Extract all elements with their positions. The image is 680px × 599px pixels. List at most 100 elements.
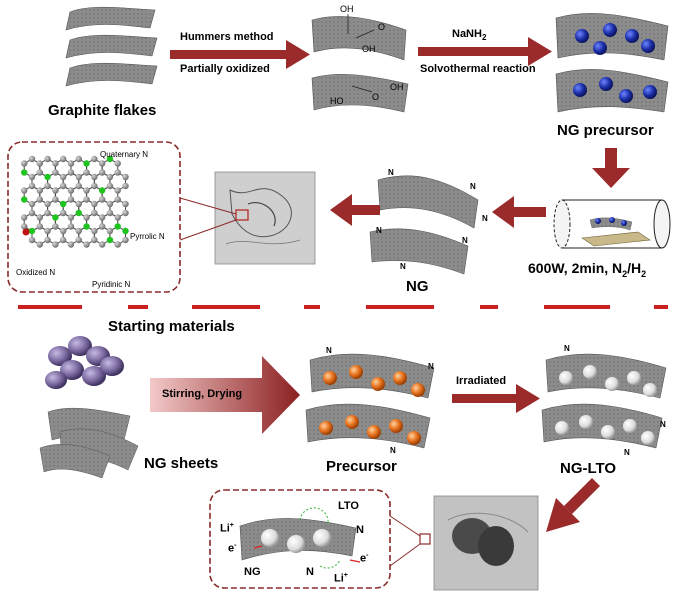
- carbon-atom: [75, 227, 82, 235]
- carbon-atom: [98, 223, 106, 230]
- inset-ng-label: NG: [244, 566, 261, 578]
- quaternary-n-label: Quaternary N: [100, 150, 149, 159]
- n-site-label: N: [326, 346, 332, 355]
- carbon-atom: [44, 209, 51, 217]
- inset-li-label: Li+: [334, 572, 348, 585]
- nitrogen-atom: [122, 227, 129, 235]
- n-site-label: N: [462, 236, 468, 245]
- carbon-atom: [91, 236, 98, 244]
- carbon-atom: [91, 173, 98, 181]
- carbon-atom: [52, 241, 59, 248]
- carbon-atom: [83, 196, 90, 203]
- carbon-atom: [59, 227, 67, 235]
- carbon-atom: [106, 209, 114, 217]
- carbon-atom: [114, 214, 121, 221]
- ng-precursor-sheets: [555, 13, 669, 113]
- zoom-line: [179, 197, 237, 215]
- carbon-atom: [52, 187, 59, 194]
- solvothermal-label: Solvothermal reaction: [420, 63, 536, 75]
- nitrogen-atom: [106, 155, 114, 163]
- irradiated-label: Irradiated: [456, 375, 507, 387]
- carbon-atom: [67, 169, 75, 176]
- graphite-flakes-stack: [65, 6, 158, 87]
- graphene-oxide-sheets: [311, 14, 409, 113]
- carbon-atom: [83, 169, 90, 176]
- carbon-atom: [36, 196, 43, 203]
- go-group-label: OH: [340, 4, 354, 14]
- n-site-label: N: [482, 214, 488, 223]
- carbon-atom: [36, 169, 43, 176]
- precursor-label: Precursor: [326, 458, 397, 475]
- nitrogen-atom: [21, 196, 28, 203]
- oxidized-n-label: Oxidized N: [16, 268, 56, 277]
- nitrogen-atom: [21, 169, 28, 176]
- carbon-atom: [83, 187, 90, 194]
- carbon-atom: [59, 173, 67, 181]
- carbon-atom: [44, 200, 51, 208]
- nitrogen-atom: [52, 214, 59, 221]
- inset-lto-label: LTO: [338, 500, 359, 512]
- inset-e-label: e-: [360, 552, 369, 565]
- carbon-atom: [122, 173, 129, 181]
- carbon-atom: [122, 236, 129, 244]
- zoom-line: [179, 219, 237, 241]
- nitrogen-atom: [114, 223, 121, 230]
- carbon-atom: [36, 241, 43, 248]
- nitrogen-atom: [98, 187, 106, 194]
- pyridinic-n-label: Pyridinic N: [92, 280, 131, 289]
- nanh2-label: NaNH2: [452, 28, 487, 43]
- process-arrow-icon: [492, 196, 546, 228]
- carbon-atom: [67, 196, 75, 203]
- carbon-atom: [122, 209, 129, 217]
- inset-e-label: e-: [228, 542, 237, 555]
- carbon-atom: [114, 160, 121, 167]
- nitrogen-atom: [83, 160, 90, 167]
- hummers-label: Hummers method: [180, 31, 274, 43]
- ng-sheets-middle: [369, 175, 479, 275]
- carbon-atom: [75, 200, 82, 208]
- carbon-atom: [21, 214, 28, 221]
- carbon-atom: [91, 182, 98, 190]
- go-group-label: HO: [330, 96, 344, 106]
- carbon-atom: [59, 209, 67, 217]
- carbon-atom: [83, 214, 90, 221]
- carbon-atom: [67, 160, 75, 167]
- carbon-atom: [52, 169, 59, 176]
- carbon-atom: [21, 223, 28, 230]
- process-arrow-icon: [546, 478, 600, 532]
- carbon-atom: [114, 169, 121, 176]
- zoom-box: [419, 533, 431, 545]
- stirring-drying-label: Stirring, Drying: [162, 388, 243, 400]
- starting-materials-label: Starting materials: [108, 318, 235, 335]
- ng-sheets-crumpled: [39, 407, 139, 479]
- carbon-atom: [91, 227, 98, 235]
- carbon-atom: [106, 182, 114, 190]
- carbon-atom: [75, 236, 82, 244]
- carbon-atom: [36, 187, 43, 194]
- carbon-atom: [114, 241, 121, 248]
- carbon-atom: [75, 173, 82, 181]
- process-arrow-icon: [592, 148, 630, 188]
- carbon-atom: [106, 200, 114, 208]
- go-group-label: OH: [362, 44, 376, 54]
- n-site-label: N: [400, 262, 406, 271]
- oxygen-atom: [22, 228, 30, 236]
- carbon-atom: [36, 223, 43, 230]
- inset-li-label: Li+: [220, 522, 234, 535]
- carbon-atom: [52, 160, 59, 167]
- n-site-label: N: [390, 446, 396, 455]
- carbon-atom: [59, 155, 67, 163]
- nitrogen-atom: [28, 227, 36, 235]
- carbon-atom: [122, 200, 129, 208]
- process-arrow-icon: [452, 384, 540, 413]
- inset-n-label: N: [356, 524, 364, 536]
- tem-image-icon: [433, 495, 539, 591]
- carbon-atom: [28, 182, 36, 190]
- carbon-atom: [98, 241, 106, 248]
- go-group-label: O: [372, 92, 380, 102]
- carbon-atom: [28, 209, 36, 217]
- carbon-atom: [21, 160, 28, 167]
- carbon-atom: [59, 236, 67, 244]
- nitrogen-atom: [59, 200, 67, 208]
